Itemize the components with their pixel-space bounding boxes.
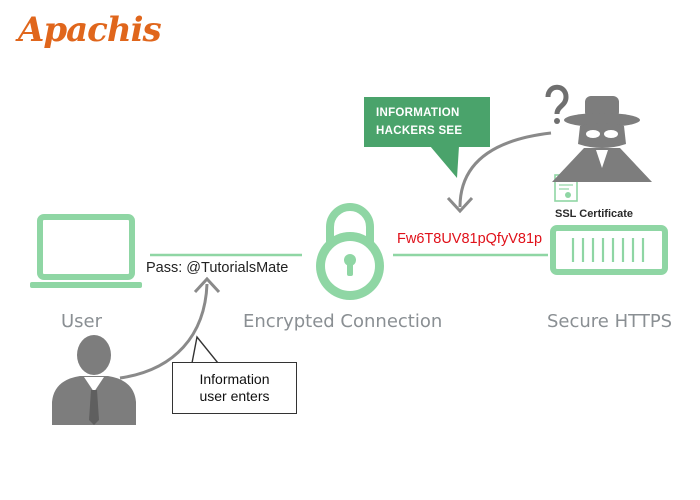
user-callout-line2: user enters xyxy=(199,388,270,404)
hackers-box-line2: HACKERS SEE xyxy=(376,125,463,137)
user-enters-callout: Information user enters xyxy=(172,362,297,414)
password-text: Pass: @TutorialsMate xyxy=(146,260,289,276)
secure-https-label: Secure HTTPS xyxy=(547,311,673,332)
user-callout-pointer xyxy=(191,335,220,364)
question-mark-icon xyxy=(545,84,569,124)
laptop-icon xyxy=(30,214,142,288)
apachis-logo: Apachis xyxy=(18,10,162,50)
hackers-callout-pointer xyxy=(430,146,459,178)
hacker-view-arrowhead xyxy=(446,196,474,214)
user-label: User xyxy=(61,311,103,332)
hackers-box-line1: INFORMATION xyxy=(376,107,460,119)
user-input-arrowhead xyxy=(193,276,221,294)
lock-icon xyxy=(316,203,384,300)
hacker-view-arrow xyxy=(458,131,552,208)
user-input-arrow xyxy=(119,283,209,380)
hackers-see-box: INFORMATION HACKERS SEE xyxy=(364,97,490,147)
encrypted-connection-label: Encrypted Connection xyxy=(243,311,443,332)
hacker-icon xyxy=(552,96,652,182)
server-icon xyxy=(550,225,668,275)
ssl-certificate-label: SSL Certificate xyxy=(555,208,634,220)
user-person-icon xyxy=(52,335,136,425)
user-callout-line1: Information xyxy=(199,371,270,387)
cipher-text: Fw6T8UV81pQfyV81p xyxy=(397,231,543,247)
